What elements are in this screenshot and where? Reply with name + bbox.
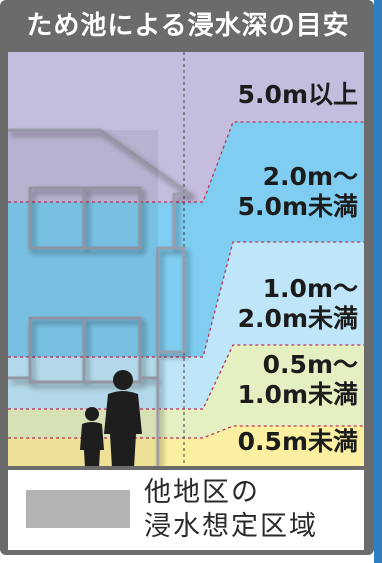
depth-chart: 5.0m以上 2.0m～ 5.0m未満 1.0m～ 2.0m未満 0.5m～ 1… xyxy=(8,52,364,466)
sign-title: ため池による浸水深の目安 xyxy=(26,11,350,41)
level-label-5m-plus: 5.0m以上 xyxy=(237,80,358,109)
boundary-5m xyxy=(8,121,364,203)
legend-label: 他地区の 浸水想定区域 xyxy=(144,477,318,542)
level-label-1-2m: 1.0m～ 2.0m未満 xyxy=(237,274,358,333)
people-silhouette-icon xyxy=(80,370,142,466)
depth-graphic xyxy=(8,52,364,466)
house-silhouette-icon xyxy=(8,128,195,466)
boundary-05m xyxy=(8,425,364,439)
level-label-under-05m: 0.5m未満 xyxy=(237,427,358,456)
side-strip xyxy=(374,0,382,563)
legend-swatch xyxy=(26,490,130,528)
level-label-05-1m: 0.5m～ 1.0m未満 xyxy=(237,350,358,409)
boundary-2m xyxy=(8,241,364,358)
boundary-1m xyxy=(8,344,364,410)
level-label-2-5m: 2.0m～ 5.0m未満 xyxy=(237,162,358,221)
legend: 他地区の 浸水想定区域 xyxy=(8,470,364,550)
sign-panel: ため池による浸水深の目安 xyxy=(0,0,374,555)
